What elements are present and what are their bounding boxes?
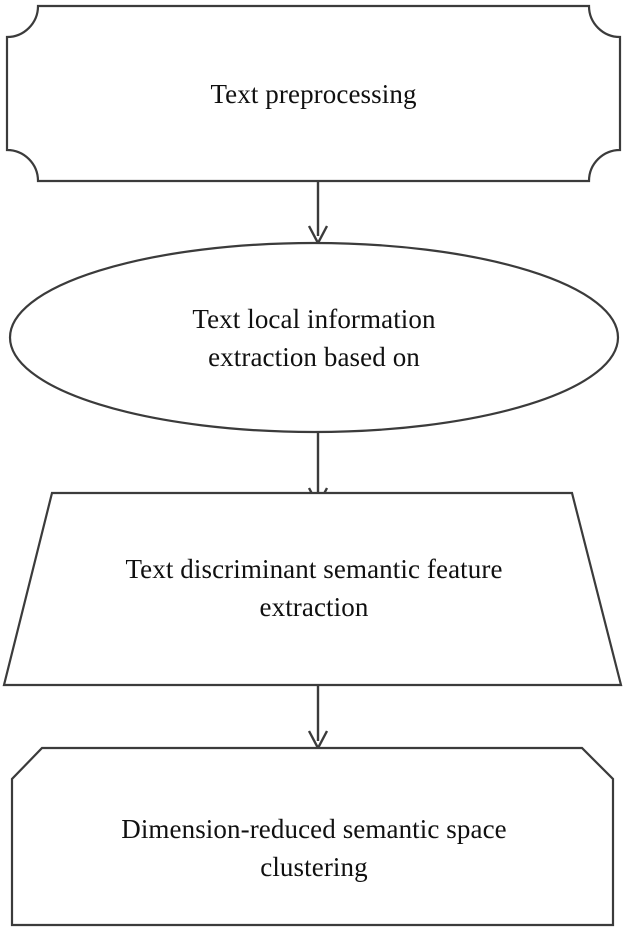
node-text-local-information-extraction-shape[interactable] xyxy=(8,241,620,434)
node-text-preprocessing-shape[interactable] xyxy=(5,4,622,183)
node-text-discriminant-semantic-feature-extraction-shape[interactable] xyxy=(2,491,623,687)
node-dimension-reduced-semantic-space-clustering-shape[interactable] xyxy=(10,746,615,927)
